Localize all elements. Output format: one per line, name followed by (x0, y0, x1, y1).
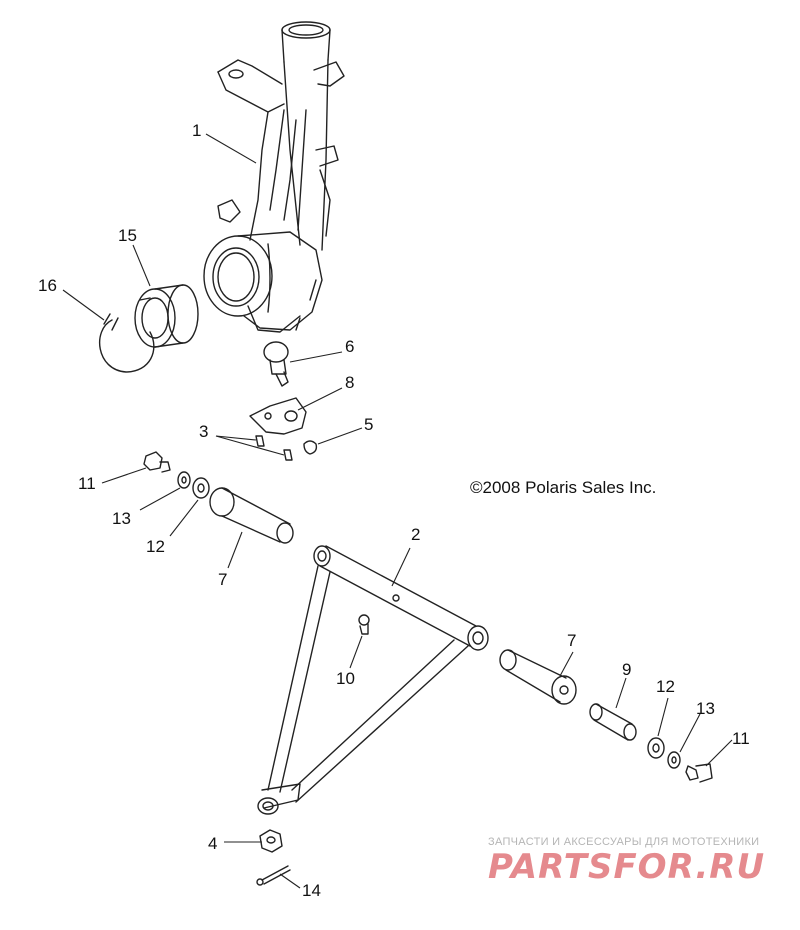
bushing-left-part (209, 487, 294, 544)
callout-14: 14 (302, 881, 321, 900)
callout-11-left: 11 (78, 474, 96, 493)
callout-12-left: 12 (146, 537, 165, 556)
ball-joint-part (263, 341, 289, 387)
callout-5: 5 (364, 415, 373, 434)
copyright-notice: ©2008 Polaris Sales Inc. (470, 478, 657, 497)
callout-7-right: 7 (567, 631, 576, 650)
callout-3: 3 (199, 422, 208, 441)
lock-washer-right-part (667, 751, 681, 769)
leader-lines (62, 133, 733, 889)
plate-bolts-part (255, 435, 293, 461)
callout-1: 1 (192, 121, 201, 140)
callout-12-right: 12 (656, 677, 675, 696)
clip-part (303, 440, 318, 455)
callout-9: 9 (622, 660, 631, 679)
knuckle-part (203, 21, 345, 333)
castle-nut-part (259, 829, 283, 853)
watermark-caption: ЗАПЧАСТИ И АКСЕССУАРЫ ДЛЯ МОТОТЕХНИКИ (488, 836, 760, 848)
callout-8: 8 (345, 373, 354, 392)
bolt-right-part (685, 763, 713, 783)
a-arm-part (257, 545, 489, 815)
callout-16: 16 (38, 276, 57, 295)
lock-washer-left-part (177, 471, 191, 489)
bolt-left-part (143, 451, 171, 473)
callout-7-left: 7 (218, 570, 227, 589)
callout-10: 10 (336, 669, 355, 688)
bearing-part (134, 284, 199, 348)
washer-left-part (192, 477, 210, 499)
watermark-logo: PARTSFOR.RU (488, 847, 766, 887)
snap-ring-part (98, 313, 155, 373)
bushing-right-part (499, 649, 577, 705)
callout-13-right: 13 (696, 699, 715, 718)
cotter-pin-part (256, 865, 291, 886)
callout-15: 15 (118, 226, 137, 245)
plate-part (249, 397, 307, 435)
callout-6: 6 (345, 337, 354, 356)
grease-fitting-part (358, 614, 370, 635)
callout-11-right: 11 (732, 729, 750, 748)
washer-right-part (647, 737, 665, 759)
callout-2: 2 (411, 525, 420, 544)
callout-13-left: 13 (112, 509, 131, 528)
callout-numbers: 1 15 16 6 8 3 5 11 13 12 7 2 10 7 9 12 1… (38, 121, 750, 900)
sleeve-part (589, 703, 637, 741)
callout-4: 4 (208, 834, 217, 853)
